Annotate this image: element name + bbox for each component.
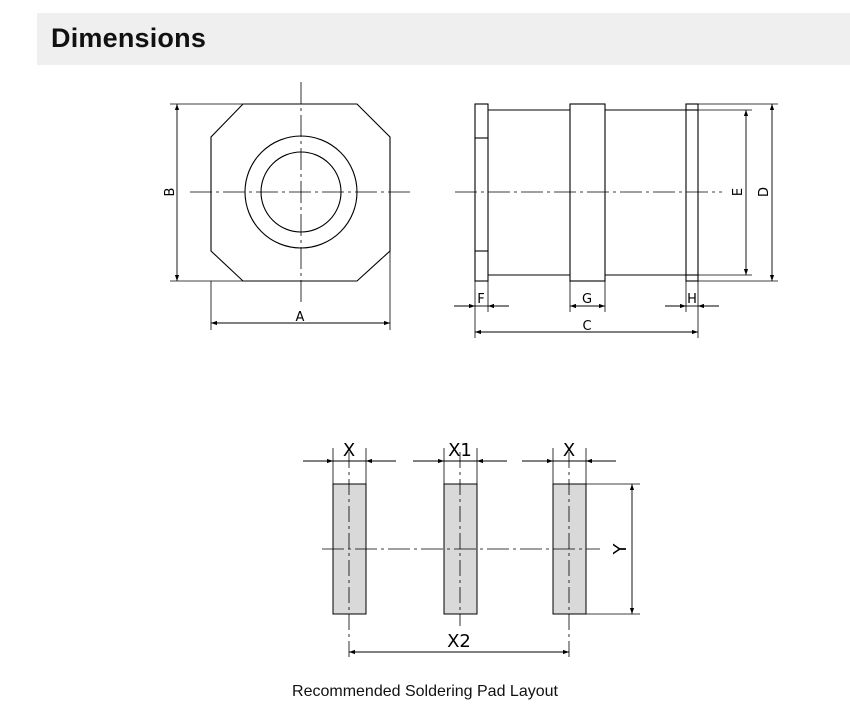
side-view-middle-band [569, 103, 606, 282]
pad-layout-caption: Recommended Soldering Pad Layout [292, 683, 558, 700]
dim-f-label: F [477, 292, 484, 307]
dim-x2-label: X2 [447, 631, 471, 652]
section-title: Dimensions [51, 23, 207, 53]
dim-x1-label: X1 [448, 440, 472, 461]
side-view-left-flange [474, 103, 489, 282]
dim-h-label: H [687, 292, 697, 307]
dim-x-left-label: X [343, 440, 355, 461]
dim-g-label: G [582, 292, 592, 307]
dim-d-label: D [757, 187, 772, 197]
front-view-outline [210, 103, 391, 282]
section-header: Dimensions [37, 13, 850, 65]
side-view-right-flange [685, 103, 699, 282]
front-view [170, 82, 414, 330]
side-view [454, 103, 778, 338]
dim-c-label: C [582, 319, 591, 334]
dim-y-label: Y [610, 543, 631, 556]
dim-a-label: A [296, 310, 305, 325]
dim-b-label: B [163, 188, 178, 197]
dim-e-label: E [731, 188, 746, 196]
dim-x-right-label: X [563, 440, 575, 461]
